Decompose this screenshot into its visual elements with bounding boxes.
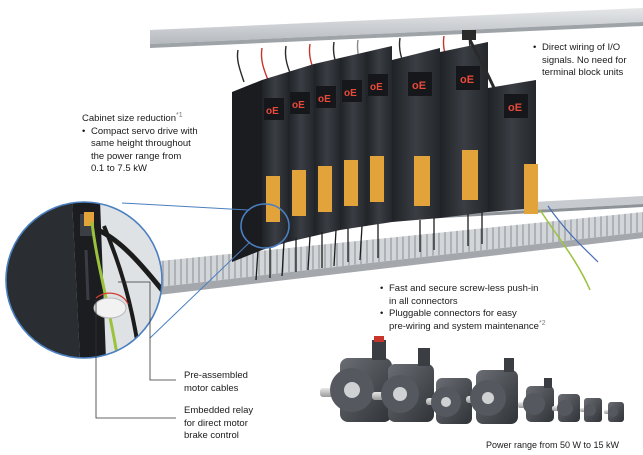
svg-text:oE: oE	[266, 106, 279, 117]
svg-text:oE: oE	[344, 88, 357, 99]
connectors-bullet-2: Pluggable connectors for easy pre-wiring…	[380, 308, 642, 333]
bottom-cable-duct	[150, 212, 643, 296]
servo-motor-icon	[552, 394, 580, 422]
cabinet-size-caption: Cabinet size reduction*1 Compact servo d…	[82, 111, 242, 176]
servo-drive-icon: oE	[440, 42, 488, 218]
power-range-caption: Power range from 50 W to 15 kW	[486, 440, 620, 450]
leader-line-relay	[95, 300, 176, 419]
cabinet-size-title: Cabinet size reduction*1	[82, 111, 183, 124]
connectors-caption: Fast and secure screw-less push-in in al…	[380, 283, 642, 333]
bottom-cables	[255, 212, 483, 281]
callout-ring-small	[240, 203, 290, 249]
svg-text:oE: oE	[292, 100, 305, 111]
svg-text:oE: oE	[412, 80, 426, 92]
io-connector	[524, 164, 538, 214]
servo-motor-row	[320, 336, 624, 424]
servo-motor-icon	[466, 358, 518, 424]
io-wiring-caption: Direct wiring of I/O signals. No need fo…	[533, 42, 641, 80]
servo-motor-icon	[372, 348, 434, 422]
cabinet-size-bullet: Compact servo drive with same height thr…	[82, 126, 242, 176]
servo-motor-icon	[426, 378, 472, 424]
svg-text:oE: oE	[370, 82, 383, 93]
magnified-detail	[5, 201, 163, 359]
relay-caption: Embedded relay for direct motor brake co…	[184, 405, 254, 441]
servo-motor-icon	[320, 336, 392, 422]
servo-drive-icon: oE	[288, 64, 314, 242]
callout-line-top	[121, 202, 249, 211]
servo-drive-icon: oE	[340, 52, 366, 230]
svg-text:oE: oE	[508, 102, 522, 114]
connectors-bullet-1: Fast and secure screw-less push-in in al…	[380, 283, 642, 308]
servo-motor-icon	[518, 378, 554, 422]
servo-drive-icon: oE	[392, 48, 440, 222]
servo-drive-icon: oE	[366, 46, 392, 226]
svg-text:oE: oE	[318, 94, 331, 105]
servo-motor-icon	[604, 402, 624, 422]
servo-motor-icon	[580, 398, 602, 422]
servo-drive-icon: oE	[314, 58, 340, 236]
motor-cables-caption: Pre-assembled motor cables	[184, 370, 248, 394]
green-yellow-wire	[539, 209, 591, 291]
servo-drive-group: oE oE oE oE	[232, 30, 538, 262]
top-cable-duct	[150, 8, 643, 48]
svg-text:oE: oE	[460, 74, 474, 86]
callout-line-bottom	[149, 241, 251, 339]
blue-wire	[547, 205, 599, 263]
leader-line-cables	[118, 281, 176, 381]
